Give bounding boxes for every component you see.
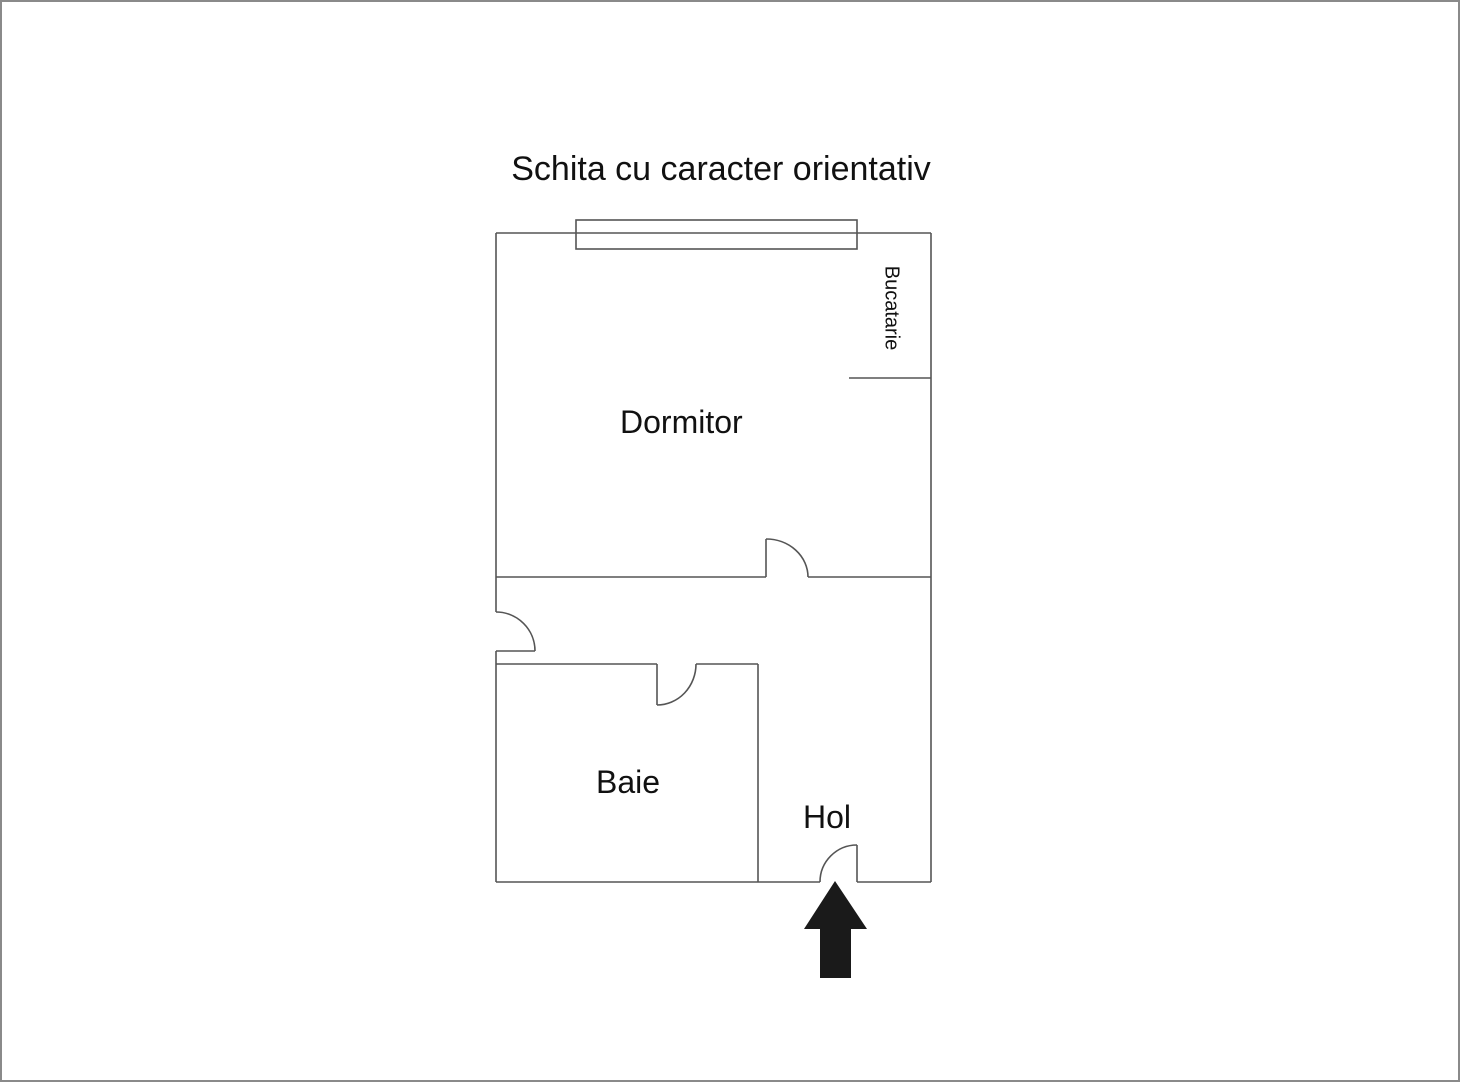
arrow-up-icon [804,881,867,978]
room-label-baie: Baie [596,764,661,800]
room-label-dormitor: Dormitor [620,404,743,440]
door-dormitor-swing [765,538,809,578]
window [575,219,858,250]
plan-title: Schita cu caracter orientativ [2,150,1458,189]
door-entrance-swing [819,844,858,883]
door-left-swing [495,611,536,652]
plan-title-text: Schita cu caracter orientativ [511,150,931,188]
room-label-hol: Hol [803,799,852,835]
door-baie-swing [656,663,697,706]
room-label-bucatarie: Bucatarie [880,265,903,351]
